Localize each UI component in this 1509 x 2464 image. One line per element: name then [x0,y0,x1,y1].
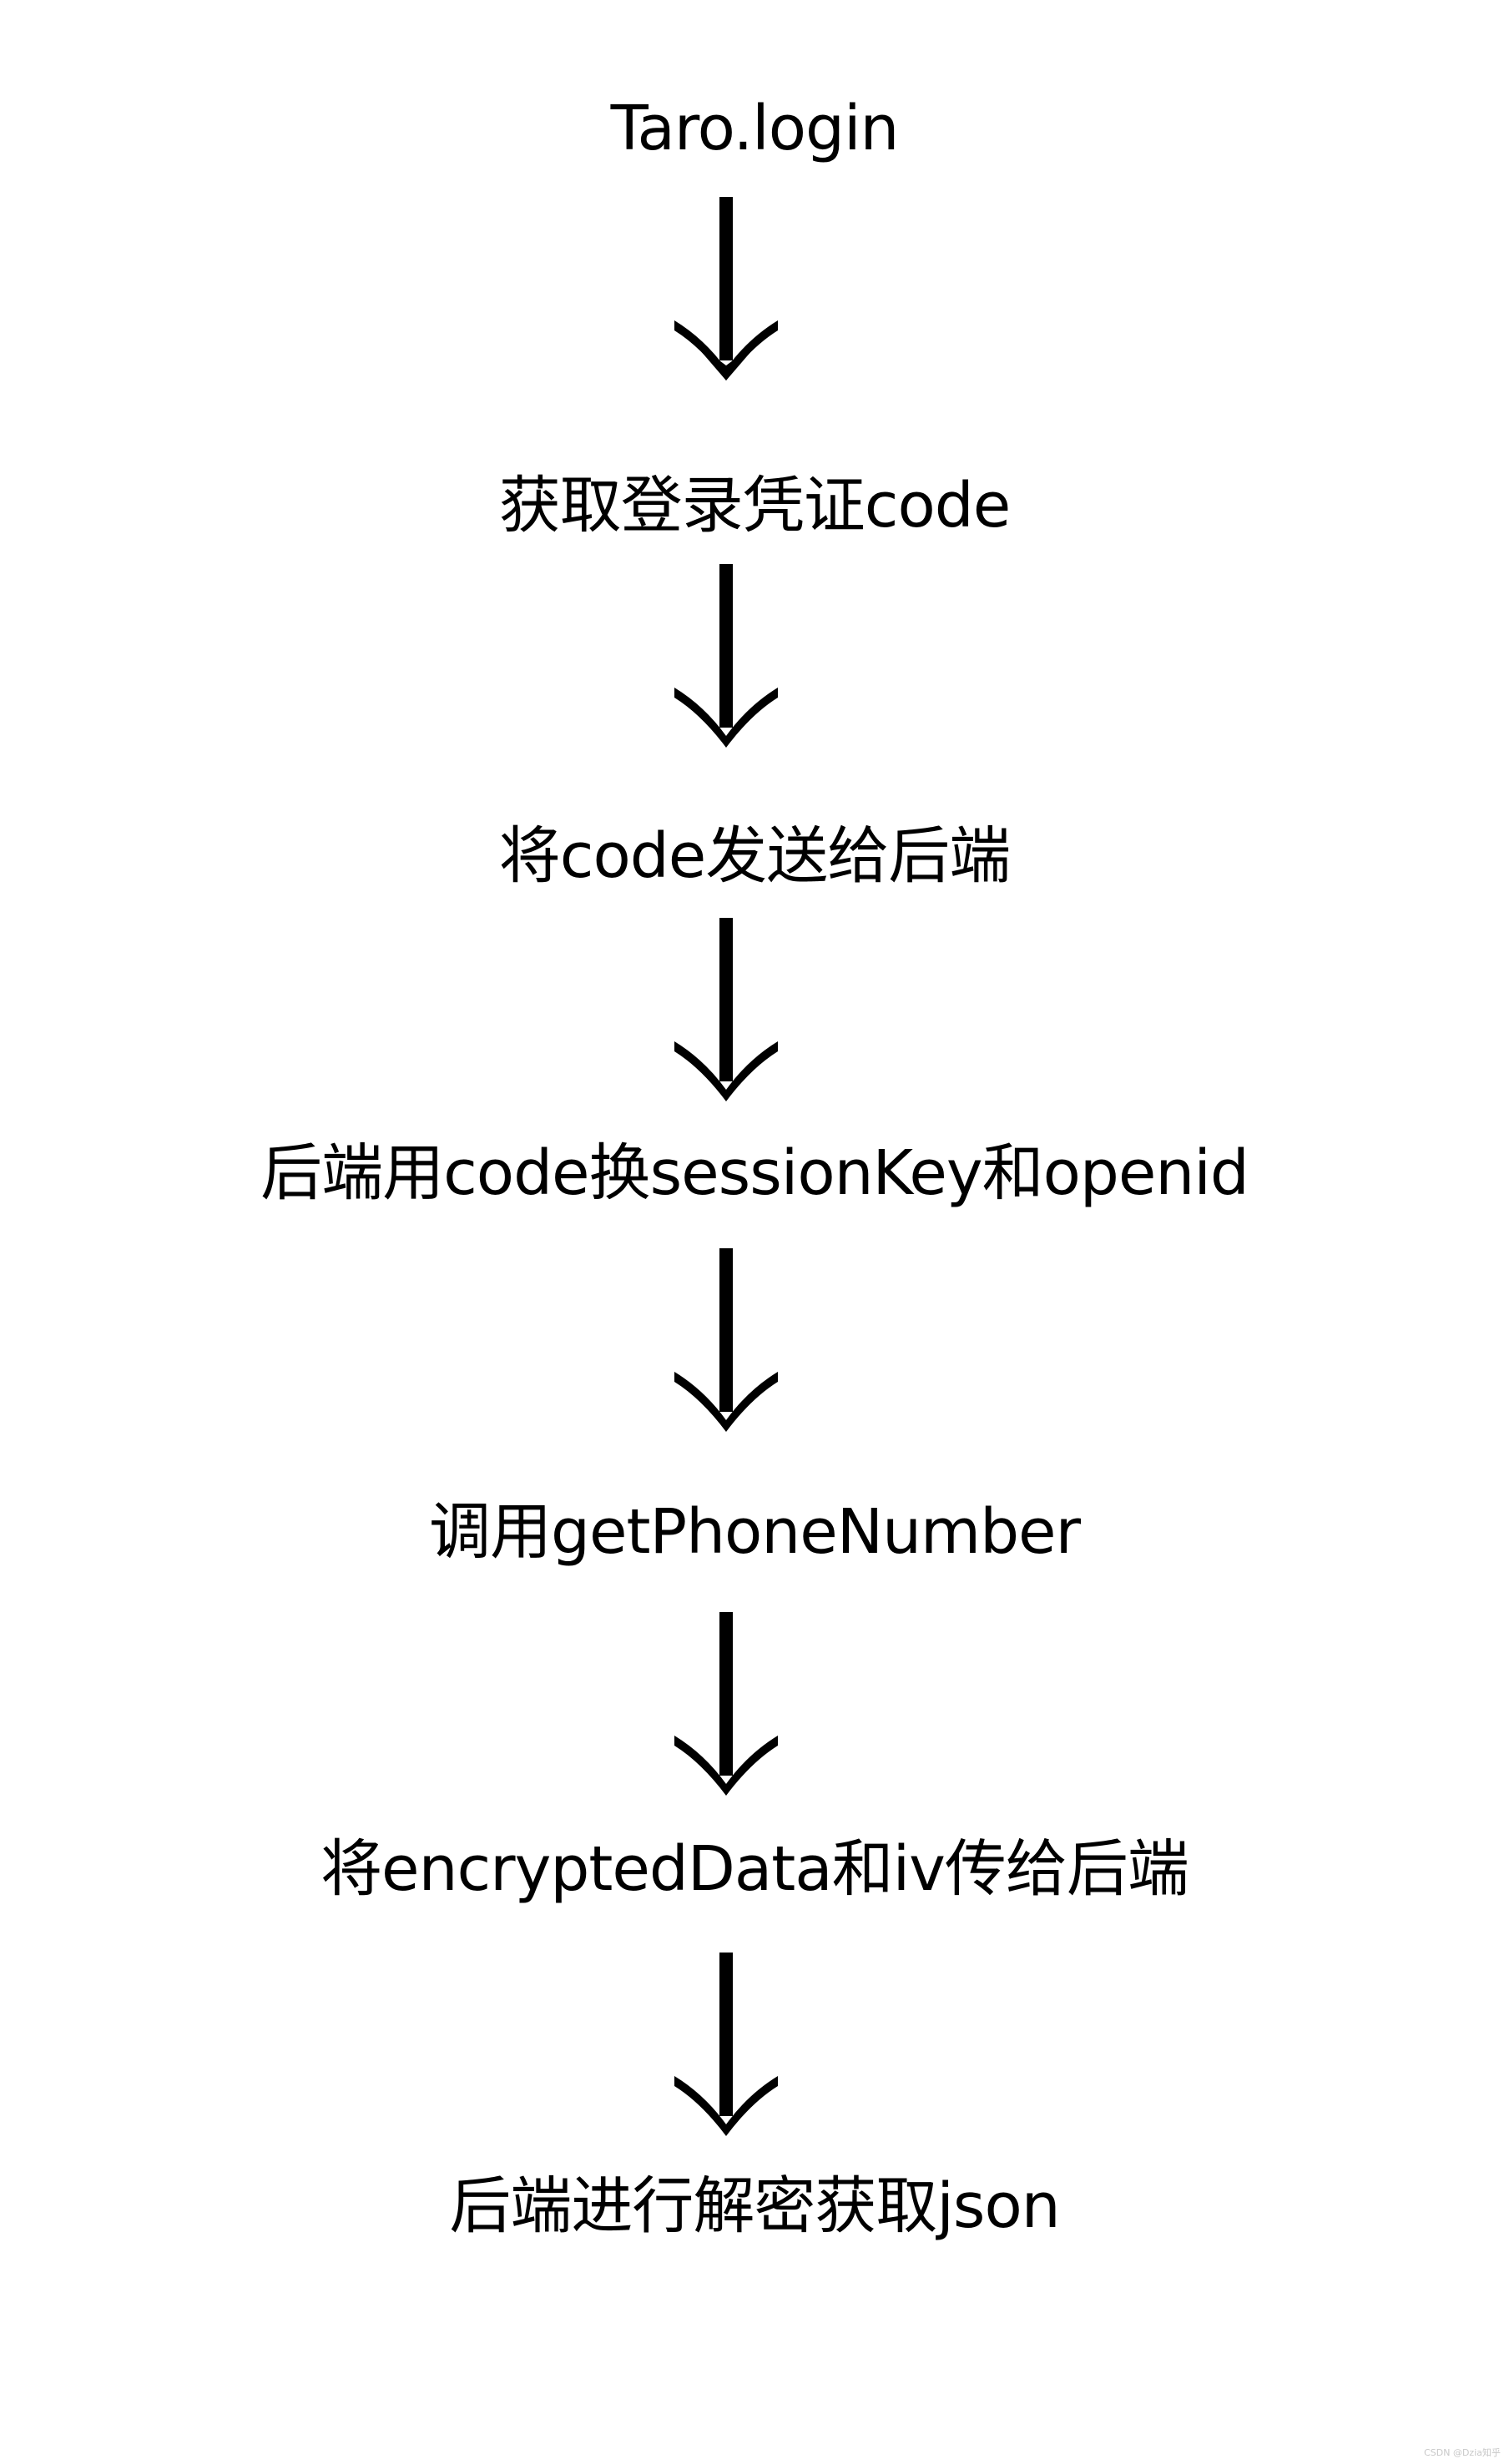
step-taro-login: Taro.login [610,93,900,164]
step-call-get-phone-number: 调用getPhoneNumber [428,1496,1081,1568]
step-send-encrypted-data: 将encryptedData和iv传给后端 [320,1833,1189,1905]
down-arrow-icon [671,1612,781,1796]
down-arrow-icon [671,564,781,748]
step-get-login-code: 获取登录凭证code [498,470,1011,542]
watermark: CSDN @Dzia知乎 [1424,2447,1501,2458]
down-arrow-icon [671,918,781,1101]
down-arrow-icon [671,197,781,380]
step-send-code-to-backend: 将code发送给后端 [498,820,1011,892]
step-exchange-session-key: 后端用code换sessionKey和openid [260,1137,1249,1209]
step-backend-decrypt-json: 后端进行解密获取json [449,2170,1060,2242]
down-arrow-icon [671,1248,781,1432]
down-arrow-icon [671,1953,781,2136]
